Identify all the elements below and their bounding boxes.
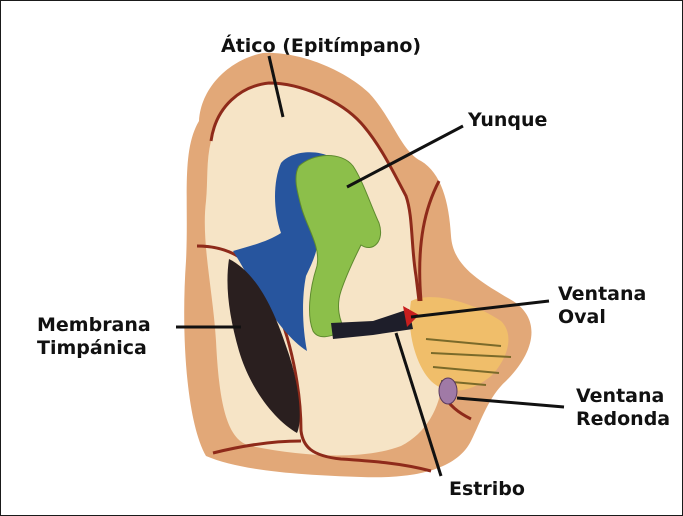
tympanic-membrane-label-line-2: Timpánica (37, 337, 151, 360)
attic-label: Ático (Epitímpano) (221, 35, 421, 58)
tympanic-membrane-label: Membrana Timpánica (37, 314, 151, 360)
round-window-shape (439, 378, 457, 404)
oval-window-label-line-1: Ventana (558, 283, 646, 306)
round-window-label-line-2: Redonda (576, 408, 670, 431)
round-window-label-line-1: Ventana (576, 385, 670, 408)
oval-window-label: Ventana Oval (558, 283, 646, 329)
round-window-label: Ventana Redonda (576, 385, 670, 431)
incus-label: Yunque (468, 109, 547, 132)
tympanic-membrane-label-line-1: Membrana (37, 314, 151, 337)
oval-window-label-line-2: Oval (558, 306, 646, 329)
stapes-label: Estribo (449, 478, 525, 501)
